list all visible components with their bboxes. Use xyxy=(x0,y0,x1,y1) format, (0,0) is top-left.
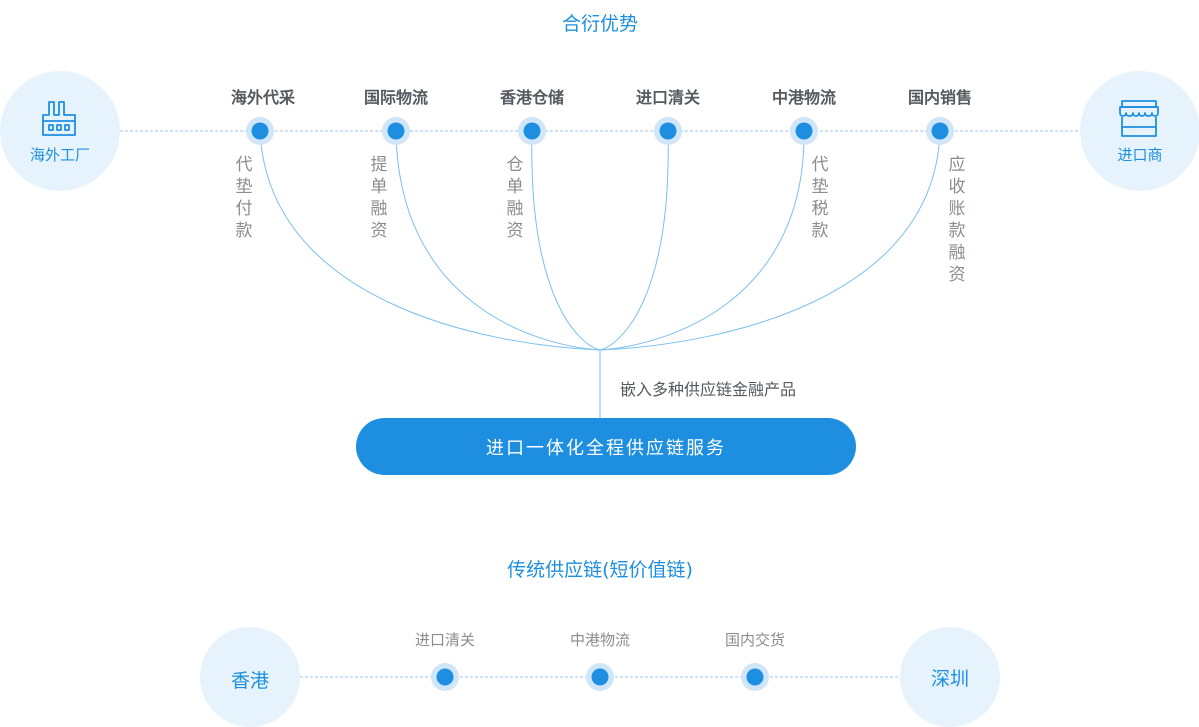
stage-dot xyxy=(591,668,609,686)
stage-label-intl-logistics: 国际物流 xyxy=(363,88,429,107)
finance-label-receivables: 应收账款融资 xyxy=(948,155,966,285)
stage-dot xyxy=(746,668,764,686)
left-node-circle xyxy=(0,71,120,191)
stage-dot xyxy=(436,668,454,686)
stage-label-overseas-procurement: 海外代采 xyxy=(230,88,296,107)
shenzhen-node-label: 深圳 xyxy=(930,668,970,690)
stage-label-china-hk-logistics: 中港物流 xyxy=(771,88,837,107)
convergence-curves xyxy=(259,130,941,351)
storefront-icon xyxy=(1119,100,1159,137)
integrated-service-button[interactable]: 进口一体化全程供应链服务 xyxy=(356,418,856,475)
stage-dot xyxy=(659,122,677,140)
top-stage-dots xyxy=(246,117,954,145)
shenzhen-node-circle xyxy=(900,627,1000,727)
right-node-label: 进口商 xyxy=(1117,146,1163,164)
bottom-stage-label-delivery: 国内交货 xyxy=(724,631,786,649)
curve-stage-6 xyxy=(599,130,941,351)
bottom-stage-label-logistics: 中港物流 xyxy=(569,631,631,649)
finance-label-advance-tax: 代垫税款 xyxy=(811,155,829,241)
finance-label-bill-of-lading: 提单融资 xyxy=(370,155,388,241)
factory-icon xyxy=(42,101,76,136)
finance-label-advance-payment: 代垫付款 xyxy=(235,155,253,241)
bottom-stage-dots xyxy=(431,663,769,691)
stage-label-hk-warehousing: 香港仓储 xyxy=(499,88,565,107)
finance-label-warehouse-receipt: 仓单融资 xyxy=(506,155,524,241)
stage-dot xyxy=(931,122,949,140)
curve-stage-2 xyxy=(395,130,601,351)
stage-label-domestic-sales: 国内销售 xyxy=(907,88,973,107)
bottom-stage-label-clearance: 进口清关 xyxy=(414,631,476,649)
curve-stage-4 xyxy=(599,130,669,351)
stage-dot xyxy=(387,122,405,140)
embedded-finance-note: 嵌入多种供应链金融产品 xyxy=(620,380,797,399)
top-section-title: 合衍优势 xyxy=(561,13,639,35)
curve-stage-5 xyxy=(599,130,805,351)
hongkong-node-label: 香港 xyxy=(230,670,270,692)
stage-dot xyxy=(795,122,813,140)
hongkong-node-circle xyxy=(200,627,300,727)
stage-dot xyxy=(251,122,269,140)
curve-stage-1 xyxy=(259,130,601,351)
stage-label-import-clearance: 进口清关 xyxy=(635,88,701,107)
left-node-label: 海外工厂 xyxy=(29,146,91,164)
stage-dot xyxy=(523,122,541,140)
curve-stage-3 xyxy=(531,130,601,351)
bottom-section-title: 传统供应链(短价值链) xyxy=(507,559,693,581)
right-node-circle xyxy=(1080,71,1199,191)
